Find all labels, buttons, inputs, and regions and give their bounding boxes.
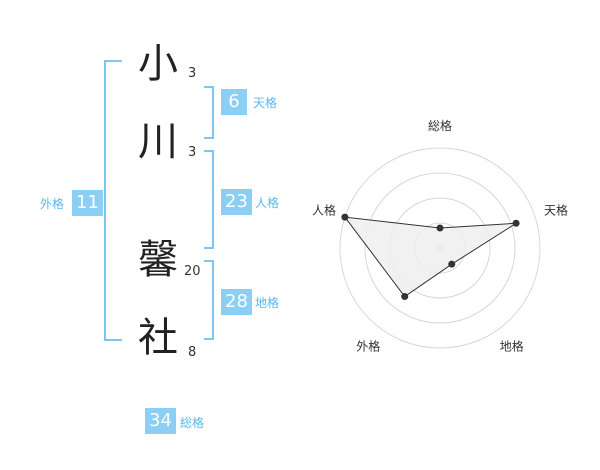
radar-point-1 xyxy=(436,224,444,232)
radar-axis-label-4: 外格 xyxy=(356,339,380,354)
radar-axis-label-3: 地格 xyxy=(500,339,524,354)
name-char-1: 小 xyxy=(138,41,178,87)
gaikaku-bracket-top xyxy=(104,60,122,62)
gaikaku-value: 11 xyxy=(72,190,103,216)
jinkaku-bracket-top xyxy=(204,150,214,152)
radar-ring xyxy=(339,147,541,349)
jinkaku-label: 人格 xyxy=(255,196,280,210)
tenkaku-bracket-bottom xyxy=(204,137,214,139)
name-char-4: 社 xyxy=(138,315,178,361)
jinkaku-bracket-bottom xyxy=(204,247,214,249)
radar-axis-label-1: 総格 xyxy=(428,118,452,133)
soukaku-value: 34 xyxy=(145,408,176,434)
chikaku-bracket-bottom xyxy=(204,338,214,340)
name-char-4-strokes: 8 xyxy=(188,345,197,360)
chikaku-bracket-top xyxy=(204,260,214,262)
chikaku-bracket-vertical xyxy=(212,260,214,340)
name-char-3-strokes: 20 xyxy=(184,264,201,279)
tenkaku-label: 天格 xyxy=(253,96,278,110)
tenkaku-bracket-top xyxy=(204,86,214,88)
radar-axis-label-5: 人格 xyxy=(312,202,336,217)
radar-point-3 xyxy=(448,260,456,268)
gaikaku-bracket-bottom xyxy=(104,339,122,341)
radar-point-5 xyxy=(341,213,349,221)
chikaku-value: 28 xyxy=(221,289,252,315)
chikaku-label: 地格 xyxy=(255,296,280,310)
radar-point-4 xyxy=(401,293,409,301)
name-char-2: 川 xyxy=(138,119,178,165)
radar-ring xyxy=(364,172,516,324)
gaikaku-label: 外格 xyxy=(40,197,65,211)
radar-ring xyxy=(389,197,491,299)
soukaku-label: 総格 xyxy=(180,416,205,430)
tenkaku-value: 6 xyxy=(221,89,247,115)
radar-center xyxy=(437,245,443,251)
name-char-3: 馨 xyxy=(138,237,178,283)
radar-point-2 xyxy=(512,219,520,227)
jinkaku-value: 23 xyxy=(221,189,252,215)
name-char-1-strokes: 3 xyxy=(188,66,197,81)
tenkaku-bracket-vertical xyxy=(212,86,214,139)
gaikaku-bracket-vertical xyxy=(104,60,106,341)
name-char-2-strokes: 3 xyxy=(188,145,197,160)
radar-area xyxy=(343,216,517,298)
jinkaku-bracket-vertical xyxy=(212,150,214,249)
radar-ring xyxy=(414,222,466,274)
radar-axis-label-2: 天格 xyxy=(544,202,568,217)
